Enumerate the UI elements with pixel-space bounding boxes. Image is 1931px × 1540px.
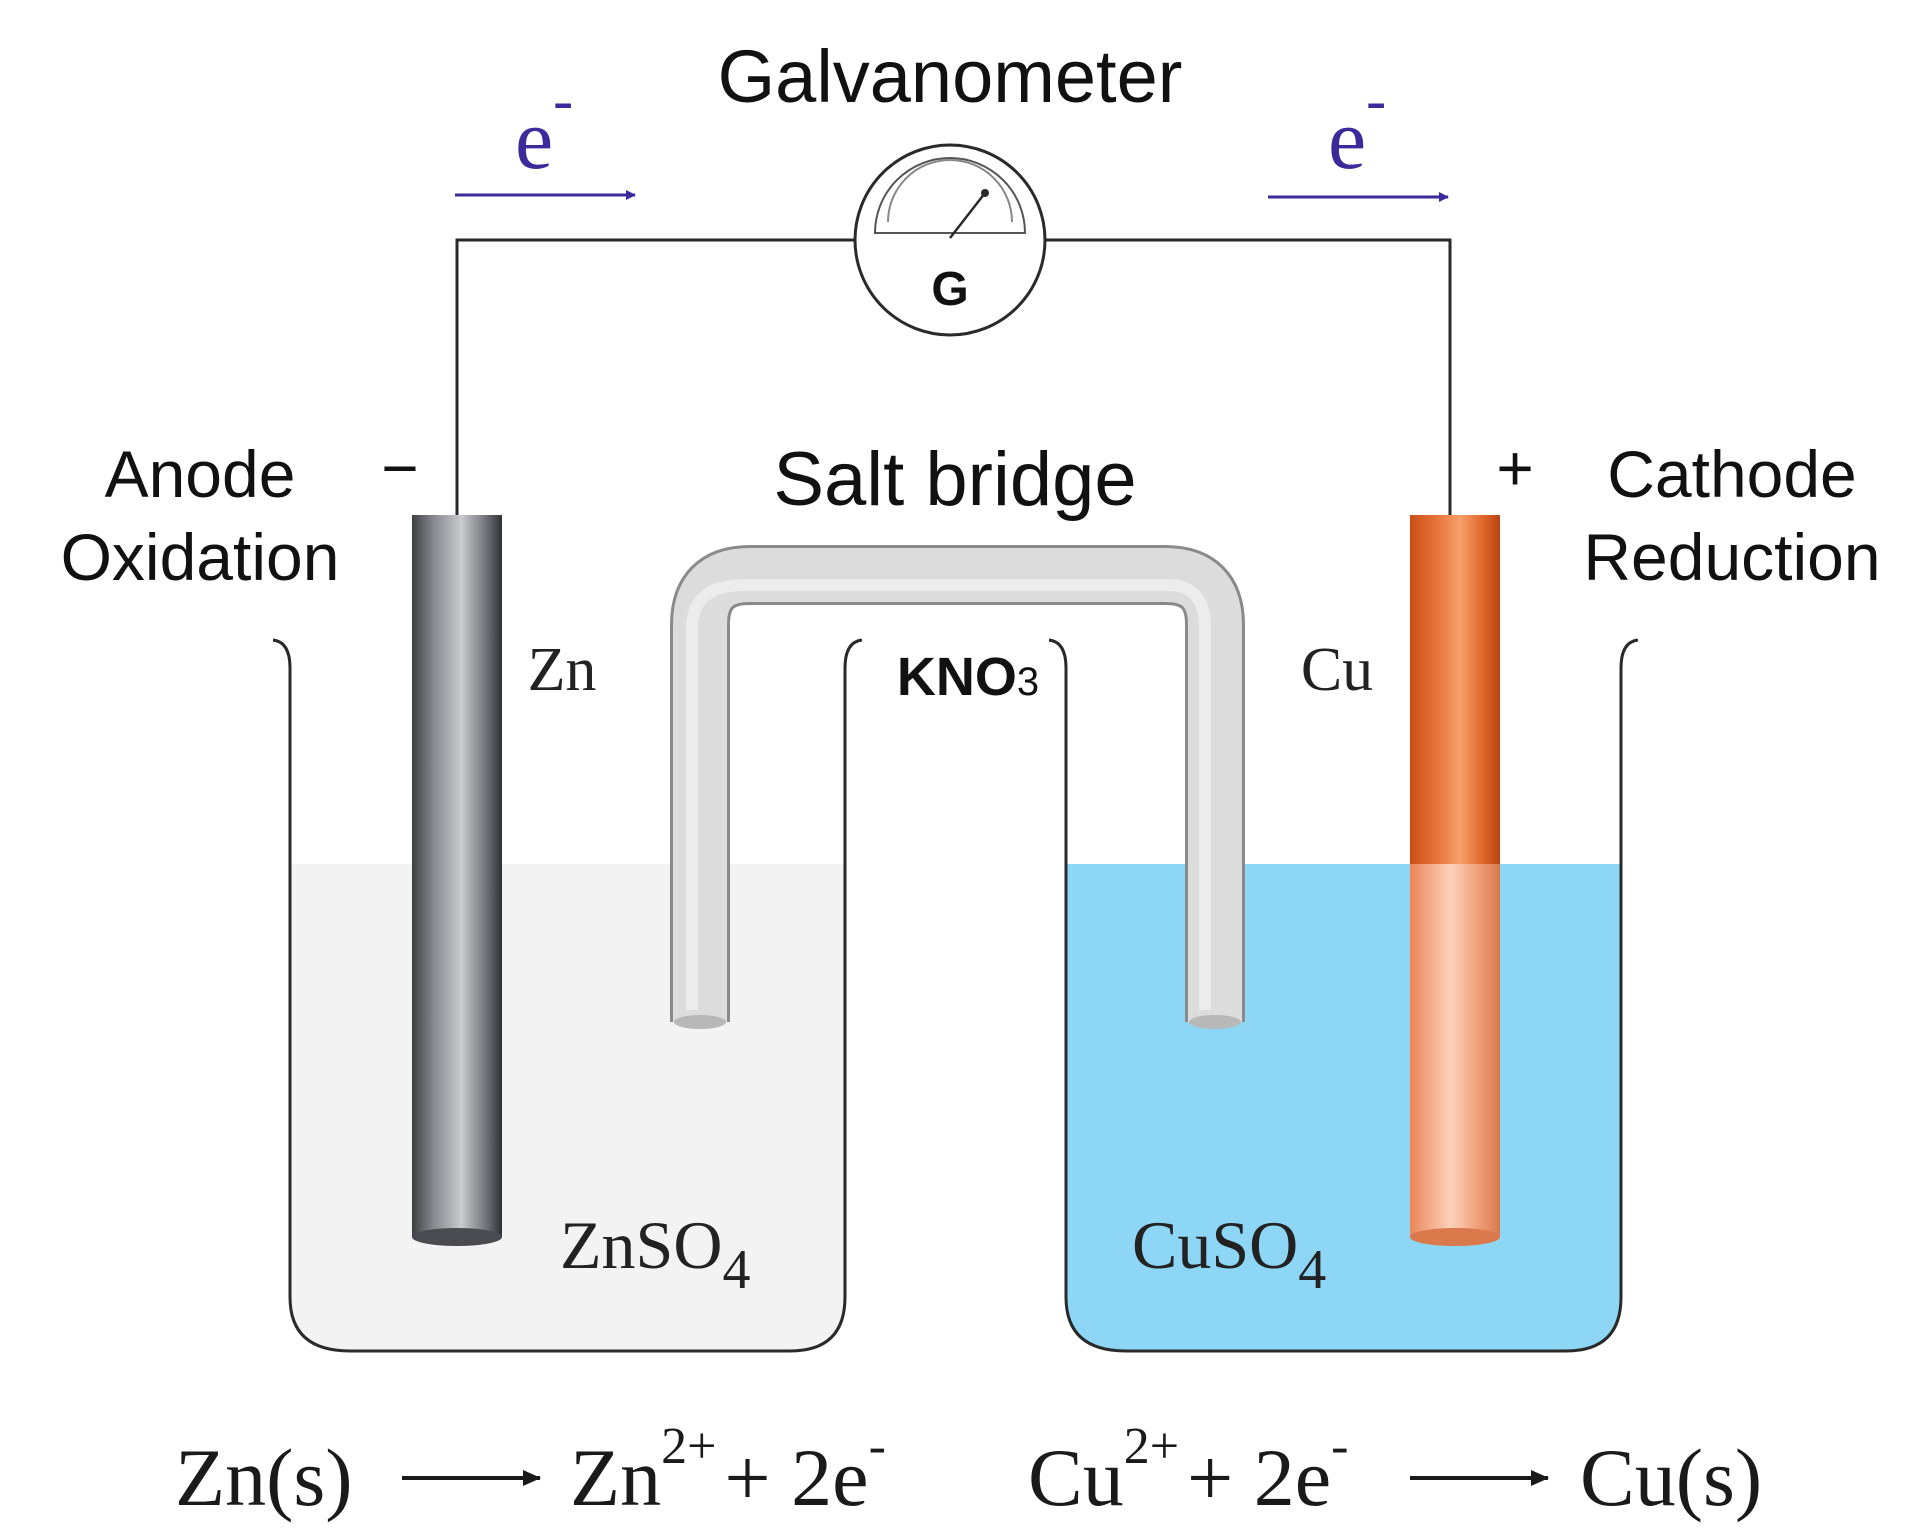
anode-sign: − <box>381 432 418 504</box>
zinc-label: Zn <box>528 636 597 704</box>
electron-label-left: e- <box>515 67 573 187</box>
anode-label: Anode <box>105 437 296 511</box>
cuso4-label: CuSO4 <box>1132 1207 1326 1301</box>
salt-bridge-label: Salt bridge <box>773 437 1136 522</box>
salt-bridge-left-end <box>674 1015 726 1029</box>
reduction-label: Reduction <box>1583 520 1880 594</box>
galvanometer-needle-tip <box>981 189 989 197</box>
cathode-sign: + <box>1496 432 1533 504</box>
reduction-reactants: Cu2++ 2e- <box>1028 1418 1349 1523</box>
electron-label-right: e- <box>1328 67 1386 187</box>
circuit-wire <box>455 238 1452 515</box>
copper-electrode-bottom <box>1410 1228 1500 1246</box>
zinc-electrode-bottom <box>412 1228 502 1246</box>
galvanometer-symbol: G <box>931 263 968 316</box>
oxidation-products: Zn2++ 2e- <box>570 1418 886 1523</box>
galvanometer-label: Galvanometer <box>718 35 1183 118</box>
kno3-label: KNO3 <box>897 647 1039 707</box>
cathode-label: Cathode <box>1607 437 1857 511</box>
galvanometer-needle <box>949 192 986 239</box>
copper-electrode-submerged <box>1410 864 1500 1237</box>
oxidation-reactant: Zn(s) <box>175 1432 353 1523</box>
znso4-label: ZnSO4 <box>560 1207 750 1301</box>
copper-label: Cu <box>1301 636 1373 704</box>
galvanometer-scale <box>887 159 1013 223</box>
oxidation-label: Oxidation <box>61 520 340 594</box>
copper-electrode <box>1410 515 1500 864</box>
left-beaker <box>272 638 863 1353</box>
salt-bridge-right-end <box>1189 1015 1241 1029</box>
galvanometer-dial <box>873 157 1027 234</box>
right-beaker <box>1048 638 1639 1353</box>
zinc-electrode <box>412 515 502 1237</box>
reduction-product: Cu(s) <box>1580 1432 1762 1523</box>
salt-bridge-highlight <box>686 579 1211 1010</box>
